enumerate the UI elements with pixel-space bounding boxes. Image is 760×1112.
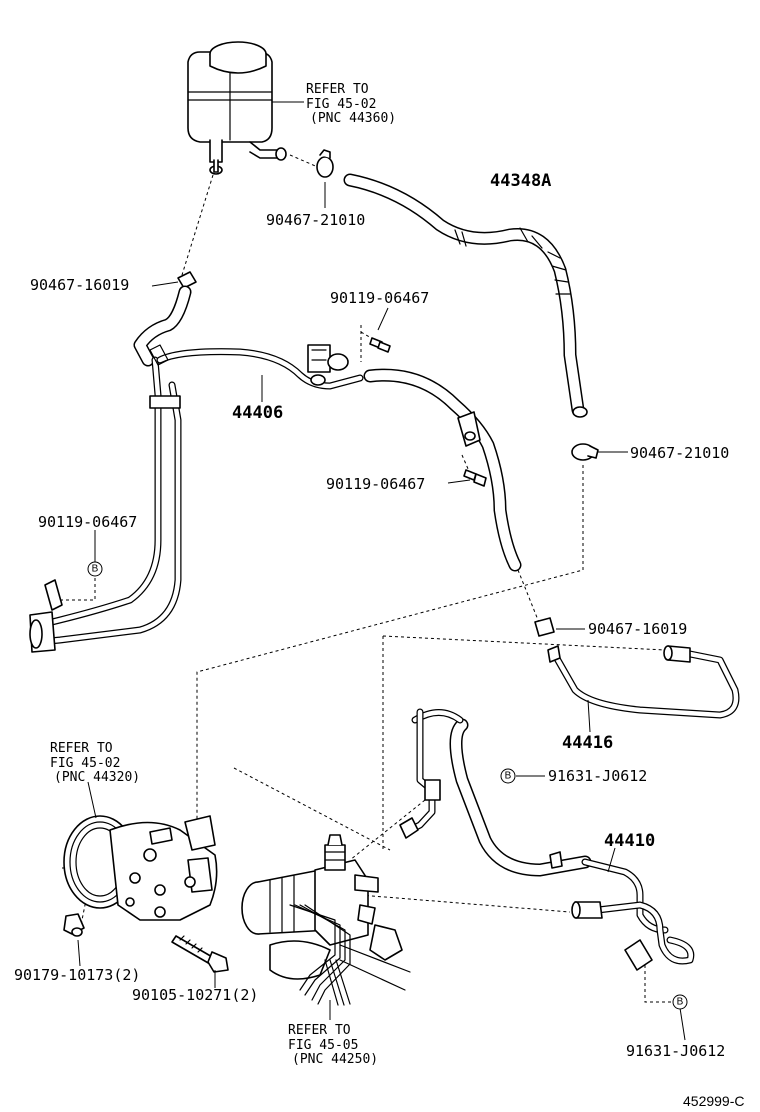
return-hose-segment [363,368,522,572]
part-label-nut-pump: 90179-10173(2) [14,966,140,984]
svg-text:(PNC 44320): (PNC 44320) [54,770,140,785]
bolt-top [369,337,391,353]
b-marker-left: B [87,561,103,577]
b-marker-right-mid: B [500,768,516,784]
svg-text:FIG 45-02: FIG 45-02 [306,97,376,112]
svg-text:(PNC 44250): (PNC 44250) [292,1052,378,1067]
pump-bolt [171,935,229,973]
part-label-clip-left: 90467-16019 [30,276,129,294]
leader-lines [77,101,686,1041]
svg-text:REFER TO: REFER TO [288,1023,351,1038]
power-steering-pump [63,815,218,921]
pressure-pipe-44410 [399,708,695,971]
hose-clip-left [177,271,197,289]
svg-text:(PNC 44360): (PNC 44360) [310,111,396,126]
hose-clamp-right [571,443,599,461]
part-label-bolt-mid: 90119-06467 [326,475,425,493]
part-label-gasket-bottom: 91631-J0612 [626,1042,725,1060]
return-pipe-44406 [29,285,364,653]
part-label-44406: 44406 [232,403,283,423]
b-marker-right-bottom: B [672,994,688,1010]
part-label-clamp-upper: 90467-21010 [266,211,365,229]
dashed-leaders [55,154,675,1003]
part-label-gasket-mid: 91631-J0612 [548,767,647,785]
suction-pipe-44416 [547,645,740,719]
svg-text:REFER TO: REFER TO [50,741,113,756]
refer-note-pump: REFER TO FIG 45-02 (PNC 44320) [50,741,140,785]
hose-clip-right [534,617,555,637]
refer-note-reservoir: REFER TO FIG 45-02 (PNC 44360) [306,82,396,126]
part-label-44416: 44416 [562,733,613,753]
svg-text:FIG 45-02: FIG 45-02 [50,756,120,771]
part-label-bolt-top: 90119-06467 [330,289,429,307]
part-label-clamp-right: 90467-21010 [630,444,729,462]
svg-text:FIG 45-05: FIG 45-05 [288,1038,358,1053]
refer-note-gear: REFER TO FIG 45-05 (PNC 44250) [288,1023,378,1067]
return-hose-44348a [343,173,588,418]
svg-text:B: B [92,564,99,575]
reservoir-tank [187,41,287,175]
part-label-bolt-pump: 90105-10271(2) [132,986,258,1004]
part-label-clip-right: 90467-16019 [588,620,687,638]
steering-gear-housing [241,834,411,1006]
svg-text:B: B [677,997,684,1008]
hose-clamp-upper [316,149,334,178]
svg-text:B: B [505,771,512,782]
svg-text:REFER TO: REFER TO [306,82,369,97]
part-label-bolt-left: 90119-06467 [38,513,137,531]
pump-nut [63,913,85,937]
part-label-44410: 44410 [604,831,655,851]
bolt-mid [463,469,487,487]
part-label-44348a: 44348A [490,171,551,191]
diagram-id: 452999-C [683,1093,745,1109]
